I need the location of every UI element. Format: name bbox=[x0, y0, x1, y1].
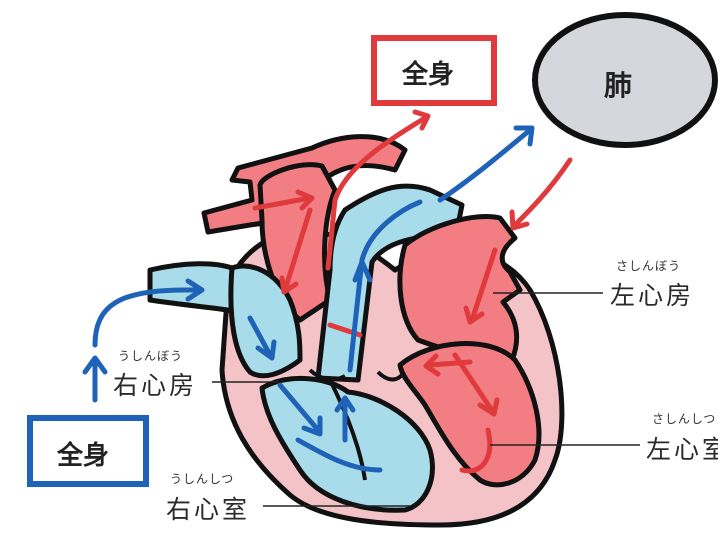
left-atrium-label: 左心房 bbox=[610, 281, 695, 310]
body-label-top: 全身 bbox=[402, 60, 455, 90]
lung-label: 肺 bbox=[604, 69, 633, 102]
left-ventricle-reading: さしんしつ bbox=[652, 412, 717, 426]
lung-oval bbox=[532, 12, 718, 148]
right-ventricle-reading: うしんしつ bbox=[170, 472, 235, 486]
body-label-bottom: 全身 bbox=[57, 441, 110, 471]
left-ventricle-label: 左心室 bbox=[646, 435, 718, 464]
body-box-bottom bbox=[27, 415, 149, 487]
blue-flow-arrows bbox=[82, 125, 535, 473]
left-atrium-reading: さしんぼう bbox=[616, 259, 682, 273]
right-atrium-label: 右心房 bbox=[113, 371, 198, 400]
right-ventricle-label: 右心室 bbox=[166, 495, 251, 524]
leader-lines bbox=[212, 292, 640, 507]
left-atrium-shape bbox=[397, 214, 523, 363]
right-atrium-reading: うしんぼう bbox=[118, 349, 184, 363]
left-ventricle-shape bbox=[397, 341, 542, 488]
body-box-top bbox=[371, 35, 497, 106]
valve-lines bbox=[308, 368, 406, 382]
